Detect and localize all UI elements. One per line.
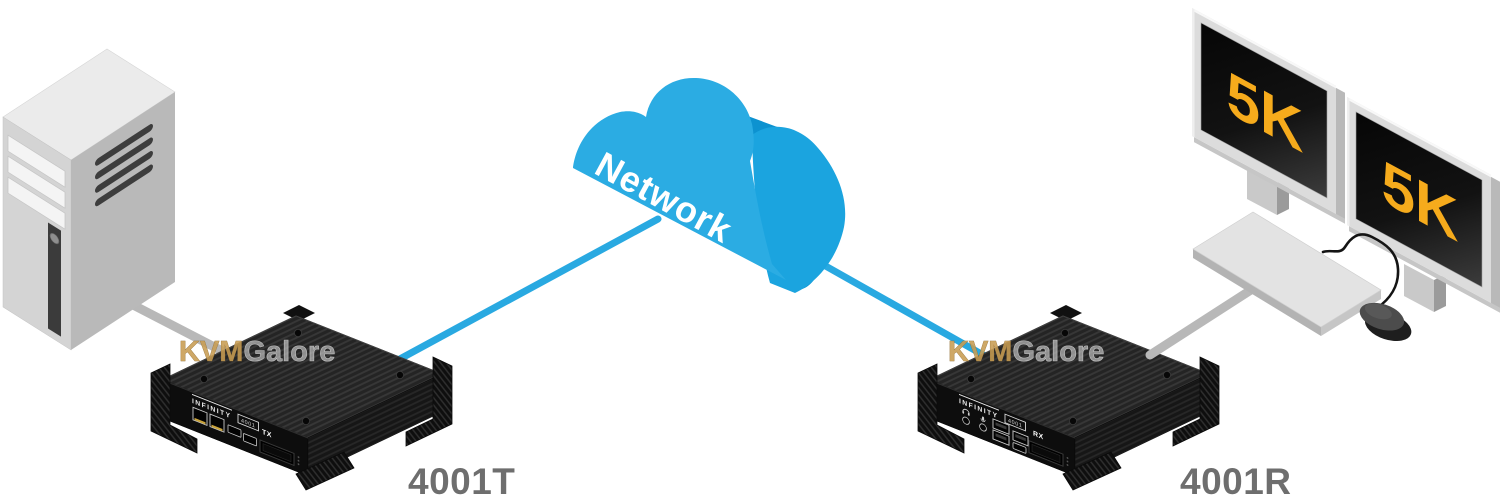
tx-label: TX: [262, 427, 272, 440]
receiver-caption: 4001R: [1180, 461, 1292, 502]
link-transmitter-to-cloud: [394, 215, 662, 364]
sfp-port-icon: [227, 424, 242, 438]
model-badge: 4001: [241, 418, 255, 429]
pc-vent-icon: [95, 137, 153, 180]
pc-power-button-icon: [49, 232, 60, 245]
pc-drive-bay: [7, 134, 66, 188]
pc-vent-icon: [95, 151, 153, 193]
usb-port-icon: [1012, 430, 1029, 447]
pc-drive-bay: [7, 176, 66, 230]
watermark: KVMGalore: [179, 336, 335, 368]
watermark-prefix: KVM: [179, 336, 243, 368]
watermark-suffix: Galore: [1012, 336, 1104, 368]
watermark-prefix: KVM: [948, 336, 1012, 368]
receiver-device: INFINITY 4001: [917, 304, 1220, 491]
mouse-icon: [1359, 302, 1412, 342]
headphone-jack-icon: [962, 408, 970, 425]
monitor-screen: [1355, 111, 1483, 288]
cloud-body: [573, 77, 786, 280]
rx-label: RX: [1033, 429, 1044, 442]
rj45-port-icon: [192, 406, 208, 427]
sfp-port-icon: [243, 433, 257, 447]
rj45-port-icon: [209, 413, 225, 433]
mouse-cable: [1321, 233, 1400, 310]
watermark: KVMGalore: [948, 336, 1104, 368]
pc-side-face: [71, 92, 175, 350]
usb-port-icon: [992, 418, 1010, 435]
pc-drive-bay: [7, 155, 66, 209]
monitor-1: 5K: [1192, 8, 1345, 224]
transmitter-caption: 4001T: [408, 461, 515, 502]
model-badge: 4001: [1008, 418, 1022, 429]
monitor-screen: [1200, 22, 1328, 199]
pc-bezel-strip: [48, 222, 61, 337]
transmitter-front-panel: INFINITY 4001 TX: [192, 393, 300, 467]
pc-tower-icon: [2, 48, 231, 358]
network-cloud-icon: Network: [573, 77, 846, 294]
pc-front-face: [2, 116, 72, 351]
usb-port-icon: [992, 429, 1010, 446]
microphone-jack-icon: [979, 416, 987, 432]
link-cloud-to-receiver: [818, 260, 989, 360]
pc-vent-icon: [95, 164, 153, 207]
transmitter-device: INFINITY 4001 TX: [150, 304, 453, 491]
usb-c-port-icon: [1012, 442, 1027, 454]
cloud-right-lobe: [752, 126, 846, 294]
monitor-stand: [1404, 264, 1446, 312]
cable-receiver-to-console: [1145, 283, 1259, 360]
keyboard-icon: [1192, 211, 1382, 336]
pc-vent-icon: [95, 124, 153, 166]
watermark-suffix: Galore: [243, 336, 335, 368]
